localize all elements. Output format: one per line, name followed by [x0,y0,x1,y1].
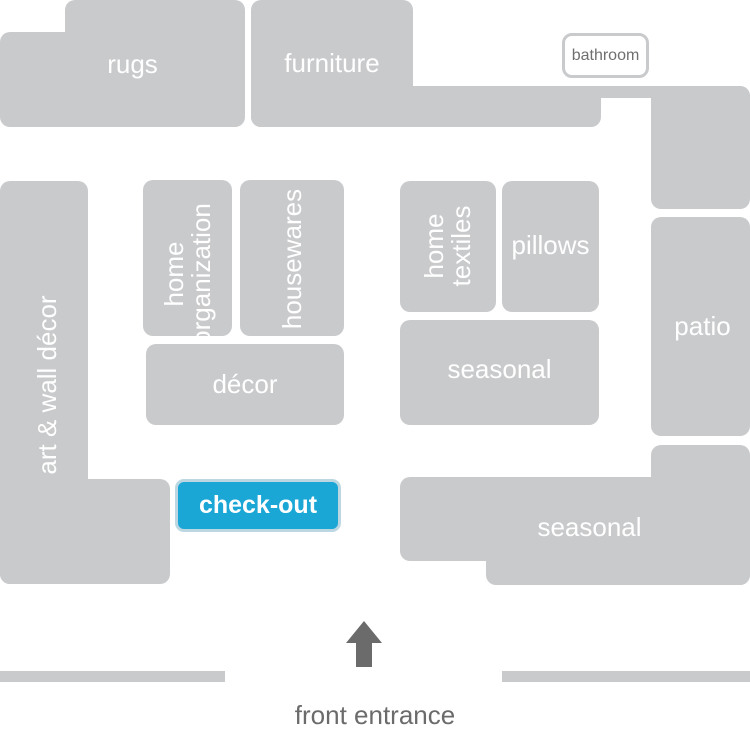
seasonal-bottom-area [486,500,750,585]
home-textiles-label: home textiles [418,181,478,311]
housewares-area [240,180,344,336]
front-entrance-label: front entrance [294,700,456,730]
up-arrow-icon [346,621,382,667]
seasonal-center-label: seasonal [447,353,552,384]
seasonal-bottom-label: seasonal [537,512,642,542]
checkout-counter: check-out [175,479,341,532]
right-wall-upper [651,86,750,209]
home-textiles-area [400,181,496,312]
home-organization-line2: organization [186,203,216,345]
decor-label: décor [212,369,278,399]
seasonal-center-area [400,320,599,425]
housewares-label: housewares [277,188,307,330]
home-organization-label: home organization [158,196,218,352]
home-organization-line1: home [158,241,189,307]
art-wall-decor-area [0,479,170,584]
rugs-area [0,32,245,127]
pillows-area [502,181,599,312]
front-wall-left [0,671,225,682]
patio-area [651,217,750,436]
home-organization-area [143,180,232,336]
rugs-label: rugs [107,49,158,79]
art-wall-decor-label: art & wall décor [32,295,62,475]
front-wall-right [502,671,750,682]
decor-area [146,344,344,425]
bathroom-label: bathroom [562,33,649,78]
furniture-label: furniture [284,47,380,78]
patio-label: patio [674,311,731,341]
home-textiles-line1: home [418,213,449,279]
home-textiles-line2: textiles [446,205,476,287]
pillows-label: pillows [511,229,590,260]
